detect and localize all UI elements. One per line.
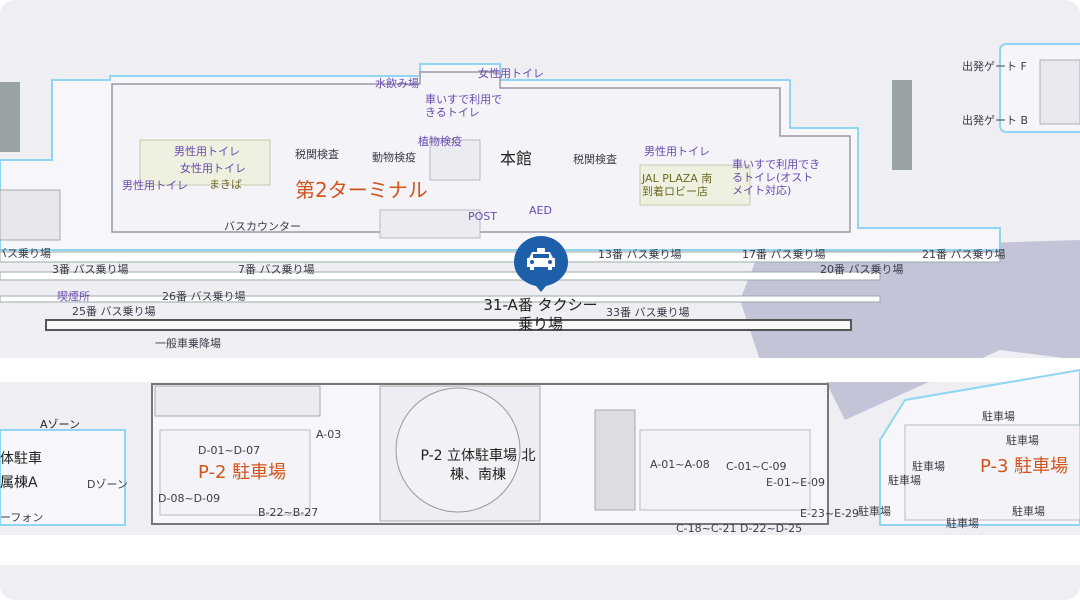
label-left-partial-1[interactable]: 体駐車 (0, 451, 42, 467)
label-terminal-2[interactable]: 第2ターミナル (295, 178, 428, 202)
label-mens-restroom-left[interactable]: 男性用トイレ (174, 145, 240, 158)
taxi-icon (527, 248, 555, 270)
label-p2-structure[interactable]: P-2 立体駐車場 北棟、南棟 (420, 448, 536, 483)
label-e01-e09[interactable]: E-01~E-09 (766, 476, 826, 489)
label-gate-f[interactable]: 出発ゲート F (962, 60, 1027, 73)
label-bus-7[interactable]: 7番 バス乗り場 (238, 263, 315, 276)
label-a01-a08[interactable]: A-01~A-08 (650, 458, 710, 471)
water-area-2 (1030, 253, 1080, 297)
label-jal-plaza[interactable]: JAL PLAZA 南到着ロビー店 (642, 172, 713, 198)
label-mens-restroom-left2[interactable]: 男性用トイレ (122, 179, 188, 192)
label-accessible-restroom[interactable]: 車いすで利用できるトイレ(オストメイト対応) (732, 158, 821, 197)
label-animal-quarantine[interactable]: 動物検疫 (372, 151, 416, 164)
road (0, 295, 881, 303)
label-customs[interactable]: 税関検査 (295, 148, 339, 161)
label-zone-d[interactable]: Dゾーン (87, 478, 128, 491)
label-p3-parking[interactable]: P-3 駐車場 (980, 456, 1069, 477)
label-gate-b[interactable]: 出発ゲート B (962, 114, 1029, 127)
taxi-pin[interactable] (512, 234, 570, 292)
label-womens-restroom-left[interactable]: 女性用トイレ (180, 162, 246, 175)
label-bus-17[interactable]: 17番 バス乗り場 (742, 248, 826, 261)
road (0, 271, 881, 281)
label-general-drop-off[interactable]: 一般車乗降場 (155, 337, 221, 350)
label-makiba[interactable]: まきば (209, 178, 242, 191)
label-bus-left-edge[interactable]: バス乗り場 (0, 247, 51, 260)
label-d08-d09[interactable]: D-08~D-09 (158, 492, 221, 505)
p2-dome (395, 387, 521, 513)
pillar (892, 80, 912, 170)
label-bus-13[interactable]: 13番 バス乗り場 (598, 248, 682, 261)
label-e23-e29[interactable]: E-23~E-29 (800, 507, 860, 520)
label-mens-restroom-top[interactable]: 男性用トイレ (644, 145, 710, 158)
label-d01-d07[interactable]: D-01~D-07 (198, 444, 261, 457)
label-bus-25[interactable]: 25番 バス乗り場 (72, 305, 156, 318)
label-drinking-water[interactable]: 水飲み場 (375, 77, 419, 90)
label-aed[interactable]: AED (529, 204, 552, 217)
label-plant-quarantine[interactable]: 植物検疫 (418, 135, 462, 148)
label-main-building[interactable]: 本館 (500, 149, 533, 168)
label-parking-lot[interactable]: 駐車場 (982, 410, 1015, 423)
parking-left (0, 429, 126, 526)
label-parking-lot[interactable]: 駐車場 (912, 460, 945, 473)
label-smoking-area[interactable]: 喫煙所 (57, 290, 90, 303)
label-parking-lot[interactable]: 駐車場 (1006, 434, 1039, 447)
label-b22-b27[interactable]: B-22~B-27 (258, 506, 319, 519)
label-wheelchair-restroom[interactable]: 車いすで利用できるトイレ (425, 93, 503, 119)
label-post[interactable]: POST (468, 210, 497, 223)
label-left-partial-2[interactable]: 属棟A (0, 475, 38, 491)
road (0, 251, 1001, 263)
road-bottom (0, 535, 1080, 565)
label-left-partial-3[interactable]: ーフォン (0, 511, 44, 524)
label-bus-21[interactable]: 21番 バス乗り場 (922, 248, 1006, 261)
label-bus-3[interactable]: 3番 バス乗り場 (52, 263, 129, 276)
road-main (0, 358, 1080, 382)
label-parking-lot[interactable]: 駐車場 (1012, 505, 1045, 518)
curb (45, 319, 852, 331)
label-parking-lot[interactable]: 駐車場 (946, 517, 979, 530)
label-bus-26[interactable]: 26番 バス乗り場 (162, 290, 246, 303)
label-zone-a[interactable]: Aゾーン (40, 418, 80, 431)
label-bus-20[interactable]: 20番 バス乗り場 (820, 263, 904, 276)
label-c01-c09[interactable]: C-01~C-09 (726, 460, 787, 473)
label-p2-parking[interactable]: P-2 駐車場 (198, 462, 287, 483)
label-a03[interactable]: A-03 (316, 428, 342, 441)
label-customs-2[interactable]: 税関検査 (573, 153, 617, 166)
label-womens-restroom[interactable]: 女性用トイレ (478, 67, 544, 80)
label-taxi-stand[interactable]: 31-A番 タクシー乗り場 (483, 296, 598, 333)
label-parking-lot[interactable]: 駐車場 (858, 505, 891, 518)
label-c18-d25[interactable]: C-18~C-21 D-22~D-25 (676, 522, 803, 535)
label-bus-33[interactable]: 33番 バス乗り場 (606, 306, 690, 319)
label-bus-counter[interactable]: バスカウンター (224, 220, 301, 233)
label-parking-lot[interactable]: 駐車場 (888, 474, 921, 487)
pillar (0, 82, 20, 152)
